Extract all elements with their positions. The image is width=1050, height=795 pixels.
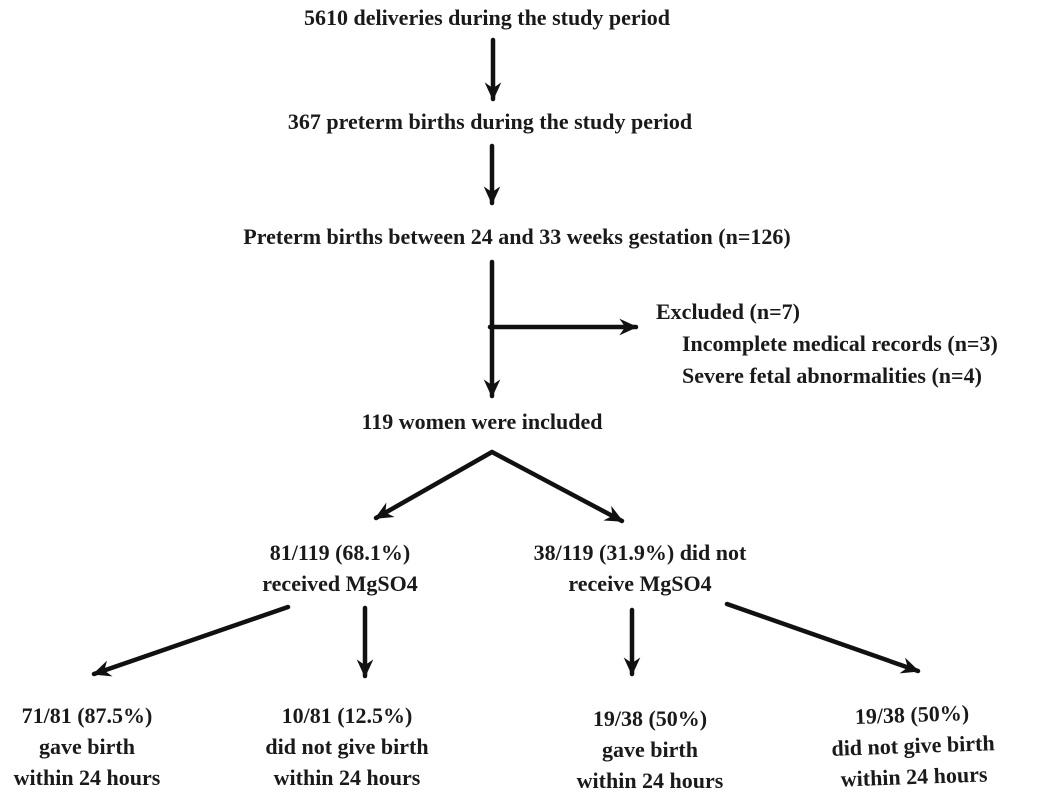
- node-mgso4-birth-24h-line-1: 71/81 (87.5%): [21, 703, 153, 728]
- node-excluded-reason-1: Incomplete medical records (n=3): [682, 331, 998, 356]
- node-mgso4-line-2: received MgSO4: [262, 571, 418, 596]
- node-no-mgso4-line-1: 38/119 (31.9%) did not: [533, 540, 747, 565]
- node-no-mgso4: 38/119 (31.9%) did not receive MgSO4: [534, 537, 747, 599]
- node-deliveries-text: 5610 deliveries during the study period: [303, 5, 671, 30]
- node-mgso4-line-1: 81/119 (68.1%): [269, 540, 411, 565]
- node-mgso4-birth-24h-line-2: gave birth: [39, 734, 135, 759]
- node-no-mgso4-no-birth-24h-line-3: within 24 hours: [840, 761, 988, 792]
- node-no-mgso4-birth-24h-line-1: 19/38 (50%): [592, 706, 708, 731]
- node-no-mgso4-birth-24h-line-2: gave birth: [602, 737, 698, 762]
- node-no-mgso4-birth-24h: 19/38 (50%) gave birth within 24 hours: [577, 703, 724, 795]
- node-mgso4-no-birth-24h-line-1: 10/81 (12.5%): [281, 703, 413, 728]
- node-excluded: Excluded (n=7) Incomplete medical record…: [656, 296, 998, 392]
- node-mgso4-birth-24h: 71/81 (87.5%) gave birth within 24 hours: [14, 700, 161, 793]
- arrow-included-to-no-mgso4: [489, 449, 625, 524]
- node-gestation-text: Preterm births between 24 and 33 weeks g…: [243, 224, 791, 249]
- node-deliveries: 5610 deliveries during the study period: [304, 2, 670, 33]
- node-preterm-births-text: 367 preterm births during the study peri…: [287, 109, 693, 134]
- arrow-no-mgso4-to-no-birth: [724, 601, 921, 674]
- node-mgso4: 81/119 (68.1%) received MgSO4: [262, 537, 417, 599]
- node-gestation: Preterm births between 24 and 33 weeks g…: [243, 221, 790, 252]
- node-excluded-title: Excluded (n=7): [656, 299, 800, 324]
- node-mgso4-no-birth-24h: 10/81 (12.5%) did not give birth within …: [265, 700, 428, 793]
- node-preterm-births: 367 preterm births during the study peri…: [288, 106, 692, 137]
- node-mgso4-birth-24h-line-3: within 24 hours: [13, 765, 161, 790]
- node-included-text: 119 women were included: [361, 409, 603, 434]
- node-no-mgso4-no-birth-24h: 19/38 (50%) did not give birth within 24…: [830, 696, 996, 795]
- node-mgso4-no-birth-24h-line-2: did not give birth: [265, 734, 429, 759]
- node-included: 119 women were included: [362, 406, 603, 437]
- node-excluded-reason-2: Severe fetal abnormalities (n=4): [682, 363, 982, 388]
- node-no-mgso4-line-2: receive MgSO4: [568, 571, 712, 596]
- arrow-included-to-mgso4: [373, 449, 495, 521]
- node-mgso4-no-birth-24h-line-3: within 24 hours: [273, 765, 421, 790]
- arrow-mgso4-to-birth: [91, 604, 291, 677]
- node-no-mgso4-birth-24h-line-3: within 24 hours: [576, 768, 724, 793]
